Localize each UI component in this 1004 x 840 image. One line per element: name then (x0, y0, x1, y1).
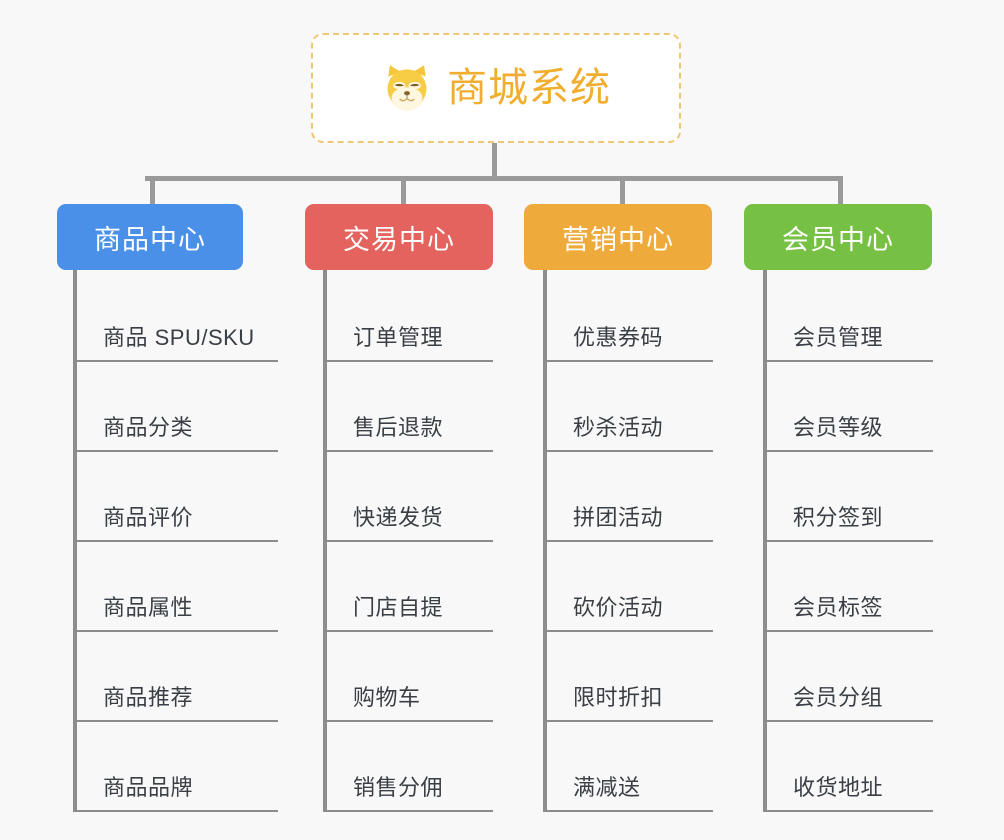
leaf-item[interactable]: 商品推荐 (73, 632, 278, 722)
leaf-item[interactable]: 会员分组 (763, 632, 933, 722)
leaf-item[interactable]: 商品品牌 (73, 722, 278, 812)
category-label: 会员中心 (782, 224, 894, 255)
leaf-underline (543, 450, 713, 452)
leaf-label: 收货地址 (793, 775, 884, 800)
leaf-label: 拼团活动 (573, 505, 664, 530)
leaf-underline (763, 720, 933, 722)
leaf-underline (323, 450, 493, 452)
leaf-item[interactable]: 砍价活动 (543, 542, 713, 632)
leaf-label: 会员管理 (793, 325, 884, 350)
leaf-label: 门店自提 (353, 595, 444, 620)
leaf-label: 积分签到 (793, 505, 884, 530)
leaf-label: 会员标签 (793, 595, 884, 620)
leaf-underline (763, 540, 933, 542)
leaf-underline (73, 810, 278, 812)
category-box-product-center[interactable]: 商品中心 (57, 204, 243, 270)
category-box-marketing-center[interactable]: 营销中心 (524, 204, 712, 270)
leaf-label: 销售分佣 (353, 775, 444, 800)
root-node-mall-system[interactable]: 商城系统 (311, 33, 681, 143)
leaf-underline (763, 450, 933, 452)
leaf-label: 商品品牌 (103, 775, 194, 800)
leaf-underline (73, 540, 278, 542)
leaf-item[interactable]: 门店自提 (323, 542, 493, 632)
connector-drop-member-center (838, 178, 843, 204)
leaf-label: 会员分组 (793, 685, 884, 710)
connector-drop-trade-center (401, 178, 406, 204)
shiba-dog-face-icon (381, 62, 433, 114)
leaf-item[interactable]: 商品分类 (73, 362, 278, 452)
leaf-item[interactable]: 秒杀活动 (543, 362, 713, 452)
leaf-item[interactable]: 售后退款 (323, 362, 493, 452)
leaf-item[interactable]: 购物车 (323, 632, 493, 722)
leaf-label: 商品 SPU/SKU (103, 325, 255, 350)
leaf-label: 售后退款 (353, 415, 444, 440)
leaf-item[interactable]: 快递发货 (323, 452, 493, 542)
leaf-underline (73, 360, 278, 362)
connector-drop-product-center (150, 178, 155, 204)
leaf-label: 商品分类 (103, 415, 194, 440)
connector-root-vertical (492, 143, 497, 178)
category-label: 营销中心 (562, 224, 674, 255)
leaf-underline (73, 630, 278, 632)
leaf-label: 商品属性 (103, 595, 194, 620)
category-box-member-center[interactable]: 会员中心 (744, 204, 932, 270)
leaf-underline (543, 540, 713, 542)
leaf-underline (323, 540, 493, 542)
category-box-trade-center[interactable]: 交易中心 (305, 204, 493, 270)
leaf-label: 优惠券码 (573, 325, 664, 350)
leaf-item[interactable]: 商品属性 (73, 542, 278, 632)
leaf-label: 购物车 (353, 685, 421, 710)
leaf-item[interactable]: 订单管理 (323, 272, 493, 362)
leaf-item[interactable]: 积分签到 (763, 452, 933, 542)
leaf-label: 商品推荐 (103, 685, 194, 710)
leaf-item[interactable]: 优惠券码 (543, 272, 713, 362)
leaf-underline (323, 720, 493, 722)
connector-drop-marketing-center (620, 178, 625, 204)
root-title: 商城系统 (447, 66, 611, 110)
category-label: 交易中心 (343, 224, 455, 255)
leaf-underline (543, 810, 713, 812)
leaf-underline (763, 360, 933, 362)
leaf-label: 会员等级 (793, 415, 884, 440)
leaf-label: 订单管理 (353, 325, 444, 350)
leaf-label: 限时折扣 (573, 685, 664, 710)
leaf-item[interactable]: 商品评价 (73, 452, 278, 542)
leaf-item[interactable]: 收货地址 (763, 722, 933, 812)
leaf-item[interactable]: 拼团活动 (543, 452, 713, 542)
leaf-underline (323, 360, 493, 362)
leaf-item[interactable]: 销售分佣 (323, 722, 493, 812)
leaf-item[interactable]: 满减送 (543, 722, 713, 812)
leaf-label: 满减送 (573, 775, 641, 800)
connector-horizontal-bus (145, 176, 843, 181)
category-label: 商品中心 (94, 224, 206, 255)
leaf-item[interactable]: 限时折扣 (543, 632, 713, 722)
leaf-underline (543, 360, 713, 362)
leaf-underline (543, 720, 713, 722)
leaf-underline (323, 630, 493, 632)
leaf-underline (763, 630, 933, 632)
leaf-item[interactable]: 会员管理 (763, 272, 933, 362)
leaf-underline (323, 810, 493, 812)
leaf-label: 砍价活动 (573, 595, 664, 620)
leaf-underline (543, 630, 713, 632)
leaf-item[interactable]: 会员标签 (763, 542, 933, 632)
leaf-underline (763, 810, 933, 812)
leaf-label: 快递发货 (353, 505, 444, 530)
leaf-underline (73, 450, 278, 452)
leaf-label: 商品评价 (103, 505, 194, 530)
leaf-item[interactable]: 会员等级 (763, 362, 933, 452)
leaf-label: 秒杀活动 (573, 415, 664, 440)
leaf-underline (73, 720, 278, 722)
leaf-item[interactable]: 商品 SPU/SKU (73, 272, 278, 362)
